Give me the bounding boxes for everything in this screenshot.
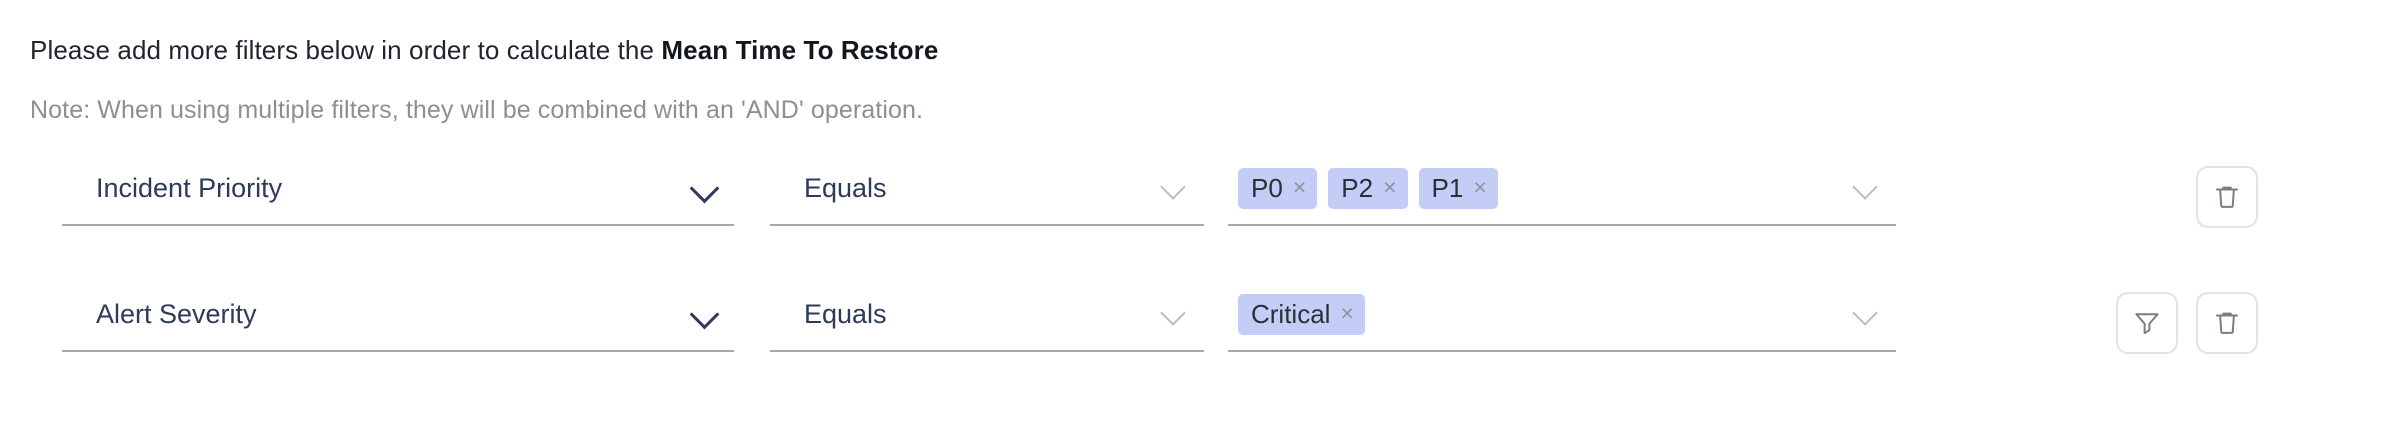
- trash-icon: [2216, 312, 2238, 334]
- instruction-metric-name: Mean Time To Restore: [661, 35, 939, 65]
- filter-operator-value: Equals: [804, 172, 887, 203]
- chevron-down-icon[interactable]: [1852, 299, 1882, 329]
- value-chip[interactable]: P2 ×: [1328, 167, 1408, 209]
- funnel-icon: [2135, 313, 2159, 334]
- filter-row: Incident Priority Equals P0 × P2 ×: [0, 152, 2408, 278]
- add-sub-filter-button[interactable]: [2116, 292, 2178, 354]
- filter-operator-select[interactable]: Equals: [770, 278, 1204, 352]
- filter-subject-value: Incident Priority: [96, 172, 283, 203]
- filter-operator-select[interactable]: Equals: [770, 152, 1204, 226]
- chevron-down-icon[interactable]: [1160, 299, 1190, 329]
- filter-value-multiselect[interactable]: P0 × P2 × P1 ×: [1228, 152, 1896, 226]
- chevron-down-icon[interactable]: [1852, 173, 1882, 203]
- delete-filter-button[interactable]: [2196, 292, 2258, 354]
- value-chip[interactable]: P0 ×: [1238, 167, 1318, 209]
- close-icon[interactable]: ×: [1473, 174, 1487, 200]
- close-icon[interactable]: ×: [1340, 300, 1354, 326]
- instruction-text: Please add more filters below in order t…: [30, 34, 938, 66]
- value-chip-label: P2: [1341, 172, 1374, 203]
- value-chip[interactable]: P1 ×: [1418, 167, 1498, 209]
- trash-icon: [2216, 186, 2238, 208]
- selected-value-chips: P0 × P2 × P1 ×: [1238, 167, 1852, 209]
- combination-note: Note: When using multiple filters, they …: [30, 96, 924, 124]
- filter-rows-container: Incident Priority Equals P0 × P2 ×: [0, 152, 2408, 404]
- filter-row: Alert Severity Equals Critical ×: [0, 278, 2408, 404]
- close-icon[interactable]: ×: [1383, 174, 1397, 200]
- filter-subject-select[interactable]: Incident Priority: [62, 152, 734, 226]
- filter-subject-select[interactable]: Alert Severity: [62, 278, 734, 352]
- value-chip[interactable]: Critical ×: [1238, 293, 1365, 335]
- instruction-prefix: Please add more filters below in order t…: [30, 35, 662, 65]
- selected-value-chips: Critical ×: [1238, 293, 1852, 335]
- filter-subject-value: Alert Severity: [96, 298, 257, 329]
- close-icon[interactable]: ×: [1292, 174, 1307, 200]
- filter-operator-value: Equals: [804, 298, 887, 329]
- value-chip-label: Critical: [1251, 298, 1331, 329]
- chevron-down-icon[interactable]: [1160, 173, 1190, 203]
- filter-row-actions: [2196, 166, 2258, 228]
- chevron-down-icon[interactable]: [690, 173, 720, 203]
- delete-filter-button[interactable]: [2196, 166, 2258, 228]
- value-chip-label: P0: [1251, 172, 1283, 203]
- filter-value-multiselect[interactable]: Critical ×: [1228, 278, 1896, 352]
- chevron-down-icon[interactable]: [690, 299, 720, 329]
- filter-row-actions: [2116, 292, 2258, 354]
- value-chip-label: P1: [1431, 172, 1464, 203]
